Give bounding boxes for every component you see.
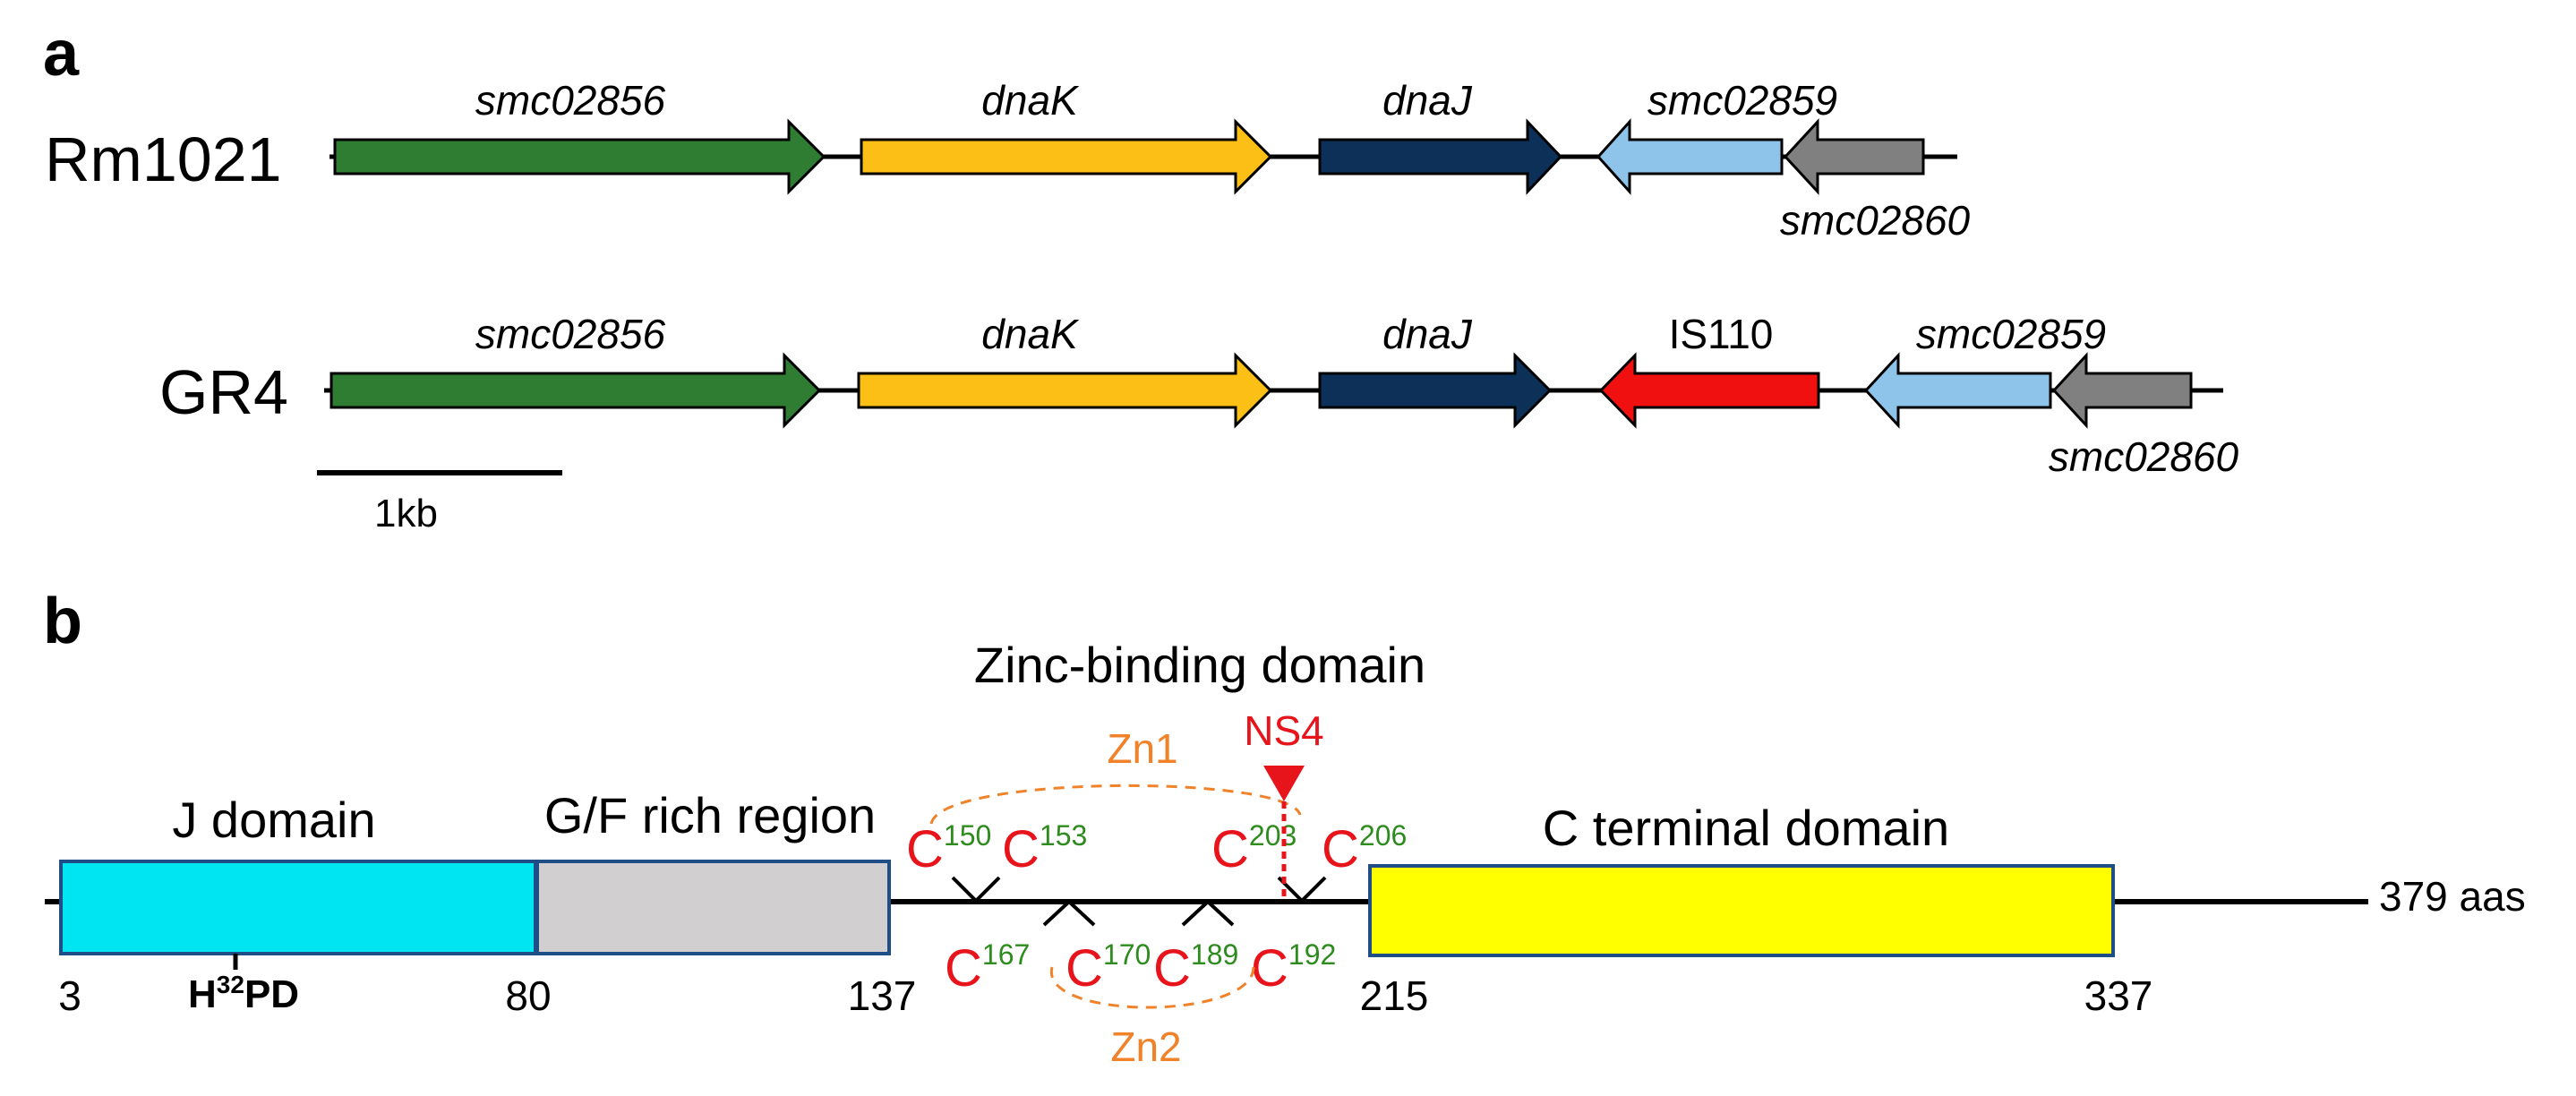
position-label-3: 3: [58, 972, 81, 1019]
zinc-binding-domain-title: Zinc-binding domain: [974, 637, 1425, 693]
cysteine-pair-tick: [1181, 899, 1235, 927]
gene-arrow-smc02860: [2051, 352, 2193, 429]
gene-label-smc02860: smc02860: [1780, 197, 1971, 244]
gene-arrow-dnak: [860, 118, 1273, 195]
cysteine-label: C150: [906, 819, 991, 878]
gene-arrow-is110: [1598, 352, 1820, 429]
panel-label-a: a: [43, 18, 80, 90]
gene-arrow-dnaj: [1318, 352, 1553, 429]
protein-length-label: 379 aas: [2379, 873, 2526, 920]
gene-arrow-smc02859: [1863, 352, 2052, 429]
gene-arrow-smc02860: [1783, 118, 1925, 195]
gf-rich-region-label: G/F rich region: [544, 787, 876, 843]
c-terminal-domain-label: C terminal domain: [1543, 800, 1949, 856]
panel-label-b: b: [43, 586, 82, 657]
cysteine-label: C167: [945, 938, 1030, 998]
gene-label-smc02856: smc02856: [475, 311, 666, 357]
zn2-label: Zn2: [1110, 1023, 1181, 1070]
gene-label-dnaj: dnaJ: [1382, 311, 1473, 357]
position-label-137: 137: [848, 972, 917, 1019]
gene-label-dnak: dnaK: [981, 311, 1080, 357]
cysteine-label: C170: [1065, 938, 1151, 998]
gene-label-smc02856: smc02856: [475, 77, 666, 124]
hpd-motif-label: H32PD: [188, 971, 299, 1016]
position-label-215: 215: [1360, 972, 1429, 1019]
zn1-arc: [929, 783, 1302, 825]
cysteine-label: C203: [1211, 819, 1297, 878]
cysteine-label: C153: [1002, 819, 1087, 878]
gene-arrow-smc02856: [329, 352, 822, 429]
gene-label-smc02860: smc02860: [2049, 433, 2239, 480]
gf-rich-region-box: [535, 860, 891, 955]
gene-arrow-dnak: [857, 352, 1273, 429]
gene-label-smc02859: smc02859: [1647, 77, 1837, 124]
j-domain-label: J domain: [172, 792, 375, 848]
position-label-337: 337: [2084, 972, 2153, 1019]
strain-label-rm1021: Rm1021: [45, 124, 282, 194]
position-label-80: 80: [505, 972, 551, 1019]
gene-label-dnaj: dnaJ: [1382, 77, 1473, 124]
gene-label-smc02859: smc02859: [1916, 311, 2106, 357]
scale-bar-label: 1kb: [374, 492, 438, 535]
gene-label-dnak: dnaK: [981, 77, 1080, 124]
zn1-label: Zn1: [1107, 725, 1177, 772]
cysteine-pair-tick: [951, 876, 1001, 903]
cysteine-pair-tick: [1042, 899, 1096, 927]
gene-arrow-dnaj: [1318, 118, 1563, 195]
ns4-arrowhead: [1263, 766, 1305, 801]
cysteine-label: C206: [1322, 819, 1407, 878]
c-terminal-domain-box: [1368, 864, 2115, 957]
cysteine-label: C189: [1153, 938, 1238, 998]
strain-row-rm1021: Rm1021 smc02856 dnaK dnaJ smc02859 smc02…: [45, 77, 1971, 244]
strain-label-gr4: GR4: [159, 357, 288, 427]
j-domain-box: [59, 860, 537, 955]
gene-arrow-smc02856: [333, 118, 826, 195]
gene-label-is110: IS110: [1669, 311, 1774, 357]
ns4-label: NS4: [1244, 707, 1323, 754]
strain-row-gr4: GR4 smc02856 dnaK dnaJ IS110 smc02859 sm…: [159, 311, 2239, 480]
zn2-arc: [1050, 966, 1255, 1009]
cysteine-pair-tick: [1277, 876, 1327, 903]
gene-arrow-smc02859: [1596, 118, 1784, 195]
cysteine-label: C192: [1251, 938, 1336, 998]
